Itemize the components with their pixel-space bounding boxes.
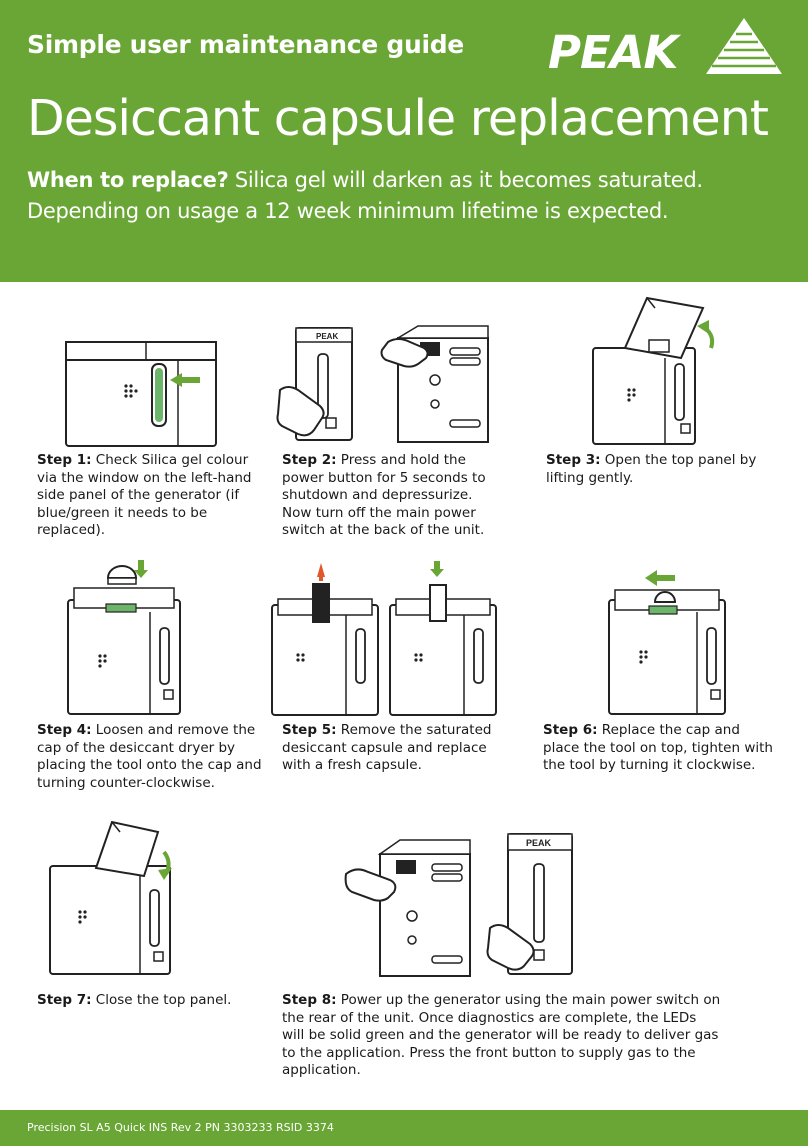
step6-illustration xyxy=(608,570,726,715)
step1-illustration xyxy=(65,341,217,447)
step-3-desc: Open the top panel by lifting gently. xyxy=(546,452,757,486)
guide-subtitle: Simple user maintenance guide xyxy=(27,30,464,59)
step3-illustration xyxy=(592,296,715,445)
step-7-label: Step 7: xyxy=(37,992,92,1008)
step-6-label: Step 6: xyxy=(543,722,598,738)
step-8-label: Step 8: xyxy=(282,992,337,1008)
step-5-desc: Remove the saturated desiccant capsule a… xyxy=(282,722,492,773)
step-4-text: Step 4: Loosen and remove the cap of the… xyxy=(37,722,262,792)
step-7-text: Step 7: Close the top panel. xyxy=(37,992,262,1010)
step-2-text: Step 2: Press and hold the power button … xyxy=(282,452,502,540)
step7-illustration xyxy=(49,820,172,975)
step-2-label: Step 2: xyxy=(282,452,337,468)
step2-illustration: PEAK xyxy=(276,325,489,443)
step4-illustration xyxy=(67,560,181,715)
step-5-label: Step 5: xyxy=(282,722,337,738)
header-banner: Simple user maintenance guide PEAK Desic… xyxy=(0,0,808,282)
step-6-text: Step 6: Replace the cap and place the to… xyxy=(543,722,773,775)
step-6-desc: Replace the cap and place the tool on to… xyxy=(543,722,773,773)
step-5-text: Step 5: Remove the saturated desiccant c… xyxy=(282,722,502,775)
step2-device-logo: PEAK xyxy=(316,332,338,341)
when-text: Silica gel will darken as it becomes sat… xyxy=(27,168,703,223)
when-to-replace: When to replace? Silica gel will darken … xyxy=(27,165,787,227)
logo-text: PEAK xyxy=(548,26,678,79)
step8-device-logo: PEAK xyxy=(526,838,552,848)
step-2-desc: Press and hold the power button for 5 se… xyxy=(282,452,486,538)
step-3-text: Step 3: Open the top panel by lifting ge… xyxy=(546,452,766,487)
step-4-label: Step 4: xyxy=(37,722,92,738)
peak-logo: PEAK xyxy=(548,16,788,82)
step-1-label: Step 1: xyxy=(37,452,92,468)
footer-text: Precision SL A5 Quick INS Rev 2 PN 33032… xyxy=(27,1121,334,1134)
step8-illustration: PEAK xyxy=(344,833,573,977)
step-8-text: Step 8: Power up the generator using the… xyxy=(282,992,722,1080)
step-4-desc: Loosen and remove the cap of the desicca… xyxy=(37,722,262,791)
step-3-label: Step 3: xyxy=(546,452,601,468)
step-8-desc: Power up the generator using the main po… xyxy=(282,992,721,1078)
peak-triangle-icon xyxy=(706,18,782,74)
footer-bar: Precision SL A5 Quick INS Rev 2 PN 33032… xyxy=(0,1110,808,1146)
step-1-desc: Check Silica gel colour via the window o… xyxy=(37,452,252,538)
step5-illustration xyxy=(271,561,497,716)
when-label: When to replace? xyxy=(27,168,229,192)
page-title: Desiccant capsule replacement xyxy=(27,90,769,147)
step-7-desc: Close the top panel. xyxy=(91,992,232,1008)
step-1-text: Step 1: Check Silica gel colour via the … xyxy=(37,452,262,540)
